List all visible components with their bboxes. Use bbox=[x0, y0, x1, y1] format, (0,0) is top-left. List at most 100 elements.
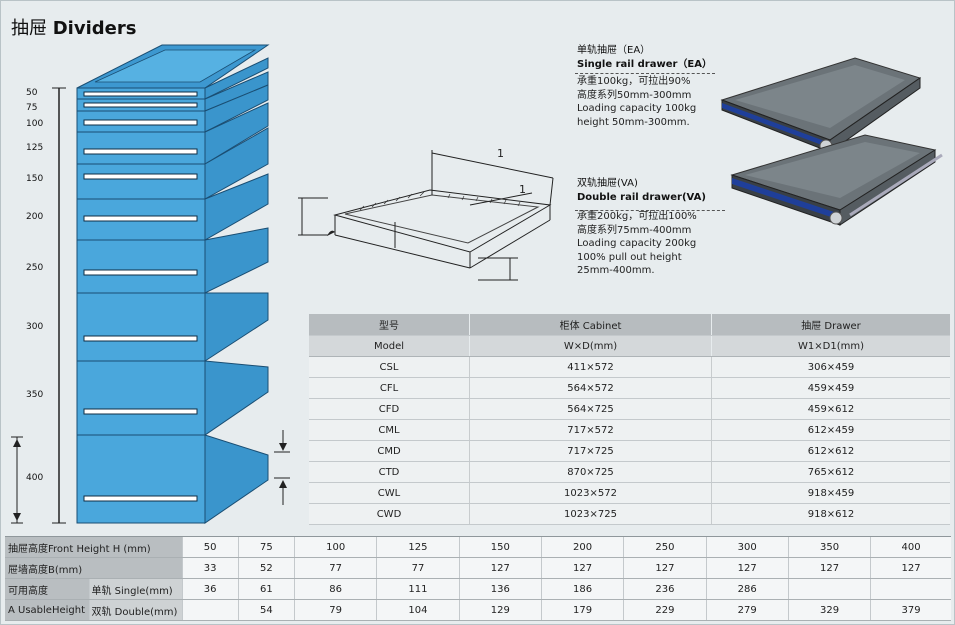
cell-double: 79 bbox=[293, 599, 377, 621]
cell-front-height: 125 bbox=[376, 536, 460, 558]
cell-model: CMD bbox=[309, 440, 470, 462]
double-rail-line: Loading capacity 200kg bbox=[577, 238, 697, 249]
cell-model: CML bbox=[309, 419, 470, 441]
cell-cabinet: 1023×572 bbox=[469, 482, 712, 504]
cell-double: 279 bbox=[705, 599, 789, 621]
cell-double bbox=[181, 599, 239, 621]
cell-drawer: 612×459 bbox=[711, 419, 950, 441]
single-rail-line: height 50mm-300mm. bbox=[577, 116, 690, 128]
single-rail-title-en: Single rail drawer（EA） bbox=[577, 58, 712, 70]
height-label-200: 200 bbox=[26, 212, 44, 222]
col-subheader-wxd: W×D(mm) bbox=[469, 335, 712, 357]
cell-drawer: 918×612 bbox=[711, 503, 950, 525]
drawer-height-table: 抽屉高度Front Height H (mm) 50 75 100 125 15… bbox=[5, 536, 951, 621]
height-label-125: 125 bbox=[26, 143, 44, 153]
cell-double: 179 bbox=[540, 599, 624, 621]
cell-front-height: 350 bbox=[787, 536, 871, 558]
cell-single: 61 bbox=[237, 578, 295, 600]
cell-double: 229 bbox=[623, 599, 707, 621]
cell-cabinet: 564×725 bbox=[469, 398, 712, 420]
cell-front-height: 75 bbox=[237, 536, 295, 558]
cell-front-height: 400 bbox=[870, 536, 951, 558]
cell-double: 129 bbox=[458, 599, 542, 621]
cell-single: 186 bbox=[540, 578, 624, 600]
col-header-drawer: 抽屉 Drawer bbox=[711, 314, 950, 336]
double-label: 双轨 Double(mm) bbox=[88, 599, 182, 621]
double-rail-divider bbox=[575, 210, 725, 211]
usable-single-row: 可用高度 单轨 Single(mm) 36 61 86 111 136 186 … bbox=[5, 578, 951, 600]
cell-single: 86 bbox=[293, 578, 377, 600]
cell-wall-height: 77 bbox=[293, 557, 377, 579]
cell-drawer: 765×612 bbox=[711, 461, 950, 483]
col-header-model-cn: 型号 bbox=[309, 314, 470, 336]
title-cn: 抽屉 bbox=[11, 18, 47, 39]
height-label-350: 350 bbox=[26, 390, 44, 400]
width-label: 1 bbox=[497, 147, 504, 160]
cell-cabinet: 411×572 bbox=[469, 356, 712, 378]
single-rail-line: 高度系列50mm-300mm bbox=[577, 89, 692, 101]
cell-wall-height: 127 bbox=[540, 557, 624, 579]
cell-model: CWD bbox=[309, 503, 470, 525]
cell-drawer: 306×459 bbox=[711, 356, 950, 378]
cell-front-height: 100 bbox=[293, 536, 377, 558]
cell-single: 286 bbox=[705, 578, 789, 600]
front-height-label: 抽屉高度Front Height H (mm) bbox=[5, 536, 182, 558]
depth-label: 1 bbox=[519, 183, 526, 196]
spec-subheader-row: Model W×D(mm) W1×D1(mm) bbox=[309, 335, 950, 357]
double-rail-line: 100% pull out height bbox=[577, 251, 682, 263]
double-rail-line: 承重200kg，可拉出100% bbox=[577, 211, 697, 222]
cell-double: 379 bbox=[870, 599, 951, 621]
height-label-100: 100 bbox=[26, 119, 44, 129]
cell-single bbox=[870, 578, 951, 600]
title-en: Dividers bbox=[52, 18, 137, 39]
wall-height-label: 屉墙高度B(mm) bbox=[5, 557, 182, 579]
cell-double: 54 bbox=[237, 599, 295, 621]
cell-single: 36 bbox=[181, 578, 239, 600]
cell-wall-height: 127 bbox=[870, 557, 951, 579]
cell-cabinet: 1023×725 bbox=[469, 503, 712, 525]
cell-wall-height: 33 bbox=[181, 557, 239, 579]
cell-drawer: 459×459 bbox=[711, 377, 950, 399]
page-title: 抽屉 Dividers bbox=[11, 14, 136, 40]
col-subheader-w1xd1: W1×D1(mm) bbox=[711, 335, 950, 357]
single-rail-line: 承重100kg，可拉出90% bbox=[577, 76, 691, 87]
height-arrow-400 bbox=[11, 436, 23, 524]
rail-drawer-photos bbox=[720, 57, 943, 226]
cell-model: CFL bbox=[309, 377, 470, 399]
cell-single: 111 bbox=[376, 578, 460, 600]
single-rail-note: 单轨抽屉（EA） Single rail drawer（EA） 承重100kg，… bbox=[577, 44, 712, 129]
cell-double: 329 bbox=[787, 599, 871, 621]
double-rail-title-cn: 双轨抽屉(VA) bbox=[577, 178, 638, 189]
height-label-50: 50 bbox=[26, 88, 38, 98]
height-label-300: 300 bbox=[26, 322, 44, 332]
cell-double: 104 bbox=[376, 599, 460, 621]
cell-front-height: 150 bbox=[458, 536, 542, 558]
cell-front-height: 50 bbox=[181, 536, 239, 558]
col-subheader-model: Model bbox=[309, 335, 470, 357]
double-rail-line: 25mm-400mm. bbox=[577, 265, 655, 276]
height-label-250: 250 bbox=[26, 263, 44, 273]
cell-single: 136 bbox=[458, 578, 542, 600]
cell-cabinet: 717×725 bbox=[469, 440, 712, 462]
double-rail-note: 双轨抽屉(VA) Double rail drawer(VA) 承重200kg，… bbox=[577, 177, 706, 278]
cell-single: 236 bbox=[623, 578, 707, 600]
cell-front-height: 300 bbox=[705, 536, 789, 558]
cell-cabinet: 870×725 bbox=[469, 461, 712, 483]
height-label-150: 150 bbox=[26, 174, 44, 184]
spec-header-row: 型号 柜体 Cabinet 抽屉 Drawer bbox=[309, 314, 950, 336]
cell-front-height: 250 bbox=[623, 536, 707, 558]
cell-cabinet: 564×572 bbox=[469, 377, 712, 399]
cell-drawer: 459×612 bbox=[711, 398, 950, 420]
cell-drawer: 918×459 bbox=[711, 482, 950, 504]
single-rail-title-cn: 单轨抽屉（EA） bbox=[577, 45, 651, 56]
cell-drawer: 612×612 bbox=[711, 440, 950, 462]
single-label: 单轨 Single(mm) bbox=[88, 578, 182, 600]
double-rail-line: 高度系列75mm-400mm bbox=[577, 224, 692, 236]
